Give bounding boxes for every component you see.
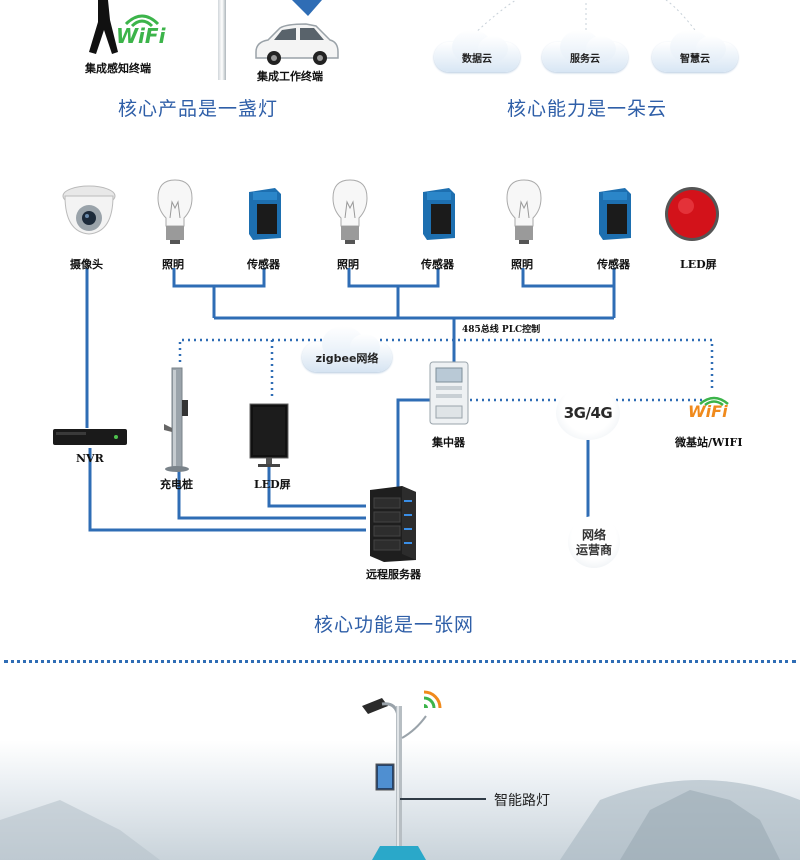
bulb-icon xyxy=(506,179,542,244)
sensor-icon xyxy=(423,188,455,240)
concentrator-icon xyxy=(429,361,469,425)
wifi-station-label: 微基站/WIFI xyxy=(675,436,743,449)
device-label-led-screen: LED屏 xyxy=(680,258,717,271)
integrated-sensing-terminal-label: 集成感知终端 xyxy=(85,62,151,75)
device-label-sensor-1: 传感器 xyxy=(247,258,280,271)
bulb-icon xyxy=(157,179,193,244)
zigbee-label: zigbee网络 xyxy=(315,352,379,365)
server-icon xyxy=(370,486,416,562)
led-screen-icon xyxy=(249,403,289,467)
bus-label: 485总线 PLC控制 xyxy=(462,325,541,335)
network-connections xyxy=(85,268,714,532)
camera-icon xyxy=(62,185,116,235)
charger-icon xyxy=(164,367,189,472)
wifi-logo-text: WiFi xyxy=(116,24,166,48)
signal-icon xyxy=(423,690,442,709)
building-silhouette xyxy=(0,780,800,860)
network-3g4g-node: 3G/4G xyxy=(556,386,620,440)
wifi-station-logo-text: WiFi xyxy=(688,402,728,421)
data-cloud: 数据云 xyxy=(434,30,520,72)
operator-label-line1: 网络 xyxy=(581,528,606,542)
streetlight-label: 智能路灯 xyxy=(494,793,550,809)
device-label-lighting-3: 照明 xyxy=(511,258,533,271)
heading-core-function: 核心功能是一张网 xyxy=(314,614,475,636)
wifi-logo-icon: WiFi xyxy=(112,8,168,48)
device-label-lighting-2: 照明 xyxy=(337,258,359,271)
pole-segment xyxy=(218,0,226,80)
zigbee-cloud: zigbee网络 xyxy=(302,326,392,372)
heading-core-capability: 核心能力是一朵云 xyxy=(507,98,668,120)
charger-label: 充电桩 xyxy=(160,478,193,491)
device-label-sensor-3: 传感器 xyxy=(597,258,630,271)
smart-cloud: 智慧云 xyxy=(652,30,738,72)
arrow-icon xyxy=(292,0,322,16)
heading-core-product: 核心产品是一盏灯 xyxy=(118,98,279,120)
sensor-icon xyxy=(599,188,631,240)
server-label: 远程服务器 xyxy=(366,568,421,581)
integrated-work-terminal-label: 集成工作终端 xyxy=(257,70,323,83)
led-light-icon xyxy=(665,187,719,241)
streetlight-pointer-line xyxy=(400,798,486,800)
service-cloud: 服务云 xyxy=(542,30,628,72)
nvr-icon xyxy=(53,429,127,445)
concentrator-label: 集中器 xyxy=(432,436,465,449)
operator-label-line2: 运营商 xyxy=(575,543,612,557)
section-divider xyxy=(4,660,796,663)
sensor-icon xyxy=(249,188,281,240)
nvr-label: NVR xyxy=(76,452,104,465)
network-3g4g-label: 3G/4G xyxy=(563,404,613,422)
car-icon xyxy=(255,23,339,65)
bulb-icon xyxy=(332,179,368,244)
led-screen-label: LED屏 xyxy=(254,478,291,491)
device-label-lighting-1: 照明 xyxy=(162,258,184,271)
smart-streetlight-icon xyxy=(362,698,427,860)
device-label-camera: 摄像头 xyxy=(70,258,103,271)
person-icon xyxy=(89,0,118,54)
network-operator-node: 网络 运营商 xyxy=(568,516,620,568)
device-label-sensor-2: 传感器 xyxy=(421,258,454,271)
wifi-station-icon: WiFi xyxy=(688,392,736,424)
